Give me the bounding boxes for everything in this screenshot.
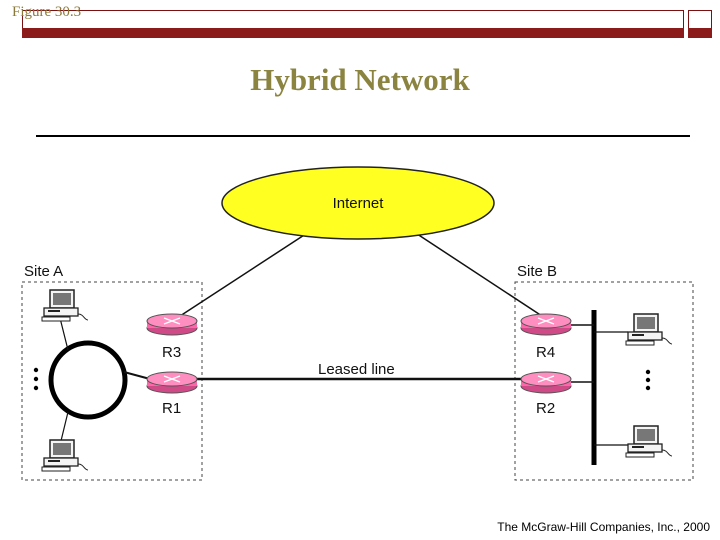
- router-r2-icon: [520, 371, 572, 394]
- top-bar-accent: [22, 28, 684, 38]
- site-a-label: Site A: [24, 263, 63, 280]
- site-a-computer-icon: [41, 289, 89, 322]
- internet-label: Internet: [333, 195, 385, 212]
- site-a-ring-lan: [48, 340, 128, 420]
- router-label-r2: R2: [536, 400, 555, 417]
- internet-cloud: [221, 166, 495, 240]
- site-a-ellipsis: [33, 367, 39, 391]
- figure-label: Figure 30.3: [12, 4, 82, 20]
- link-r4-internet: [404, 225, 546, 319]
- router-r4-icon: [520, 313, 572, 336]
- corner-box-accent: [688, 28, 712, 38]
- link-r3-internet: [176, 225, 319, 319]
- copyright-footer: The McGraw-Hill Companies, Inc., 2000: [497, 520, 710, 534]
- router-label-r4: R4: [536, 344, 555, 361]
- router-r3-icon: [146, 313, 198, 336]
- site-b-label: Site B: [517, 263, 557, 280]
- site-b-ellipsis: [645, 369, 651, 391]
- slide-title: Hybrid Network: [250, 62, 470, 97]
- router-r1-icon: [146, 371, 198, 394]
- site-a-computer-icon: [41, 439, 89, 472]
- site-b-computer-icon: [625, 313, 673, 346]
- site-a-boundary: [21, 281, 203, 481]
- site-b-boundary: [514, 281, 694, 481]
- router-label-r1: R1: [162, 400, 181, 417]
- site-b-computer-icon: [625, 425, 673, 458]
- title-divider: [36, 135, 690, 137]
- router-label-r3: R3: [162, 344, 181, 361]
- leased-line-label: Leased line: [318, 361, 395, 378]
